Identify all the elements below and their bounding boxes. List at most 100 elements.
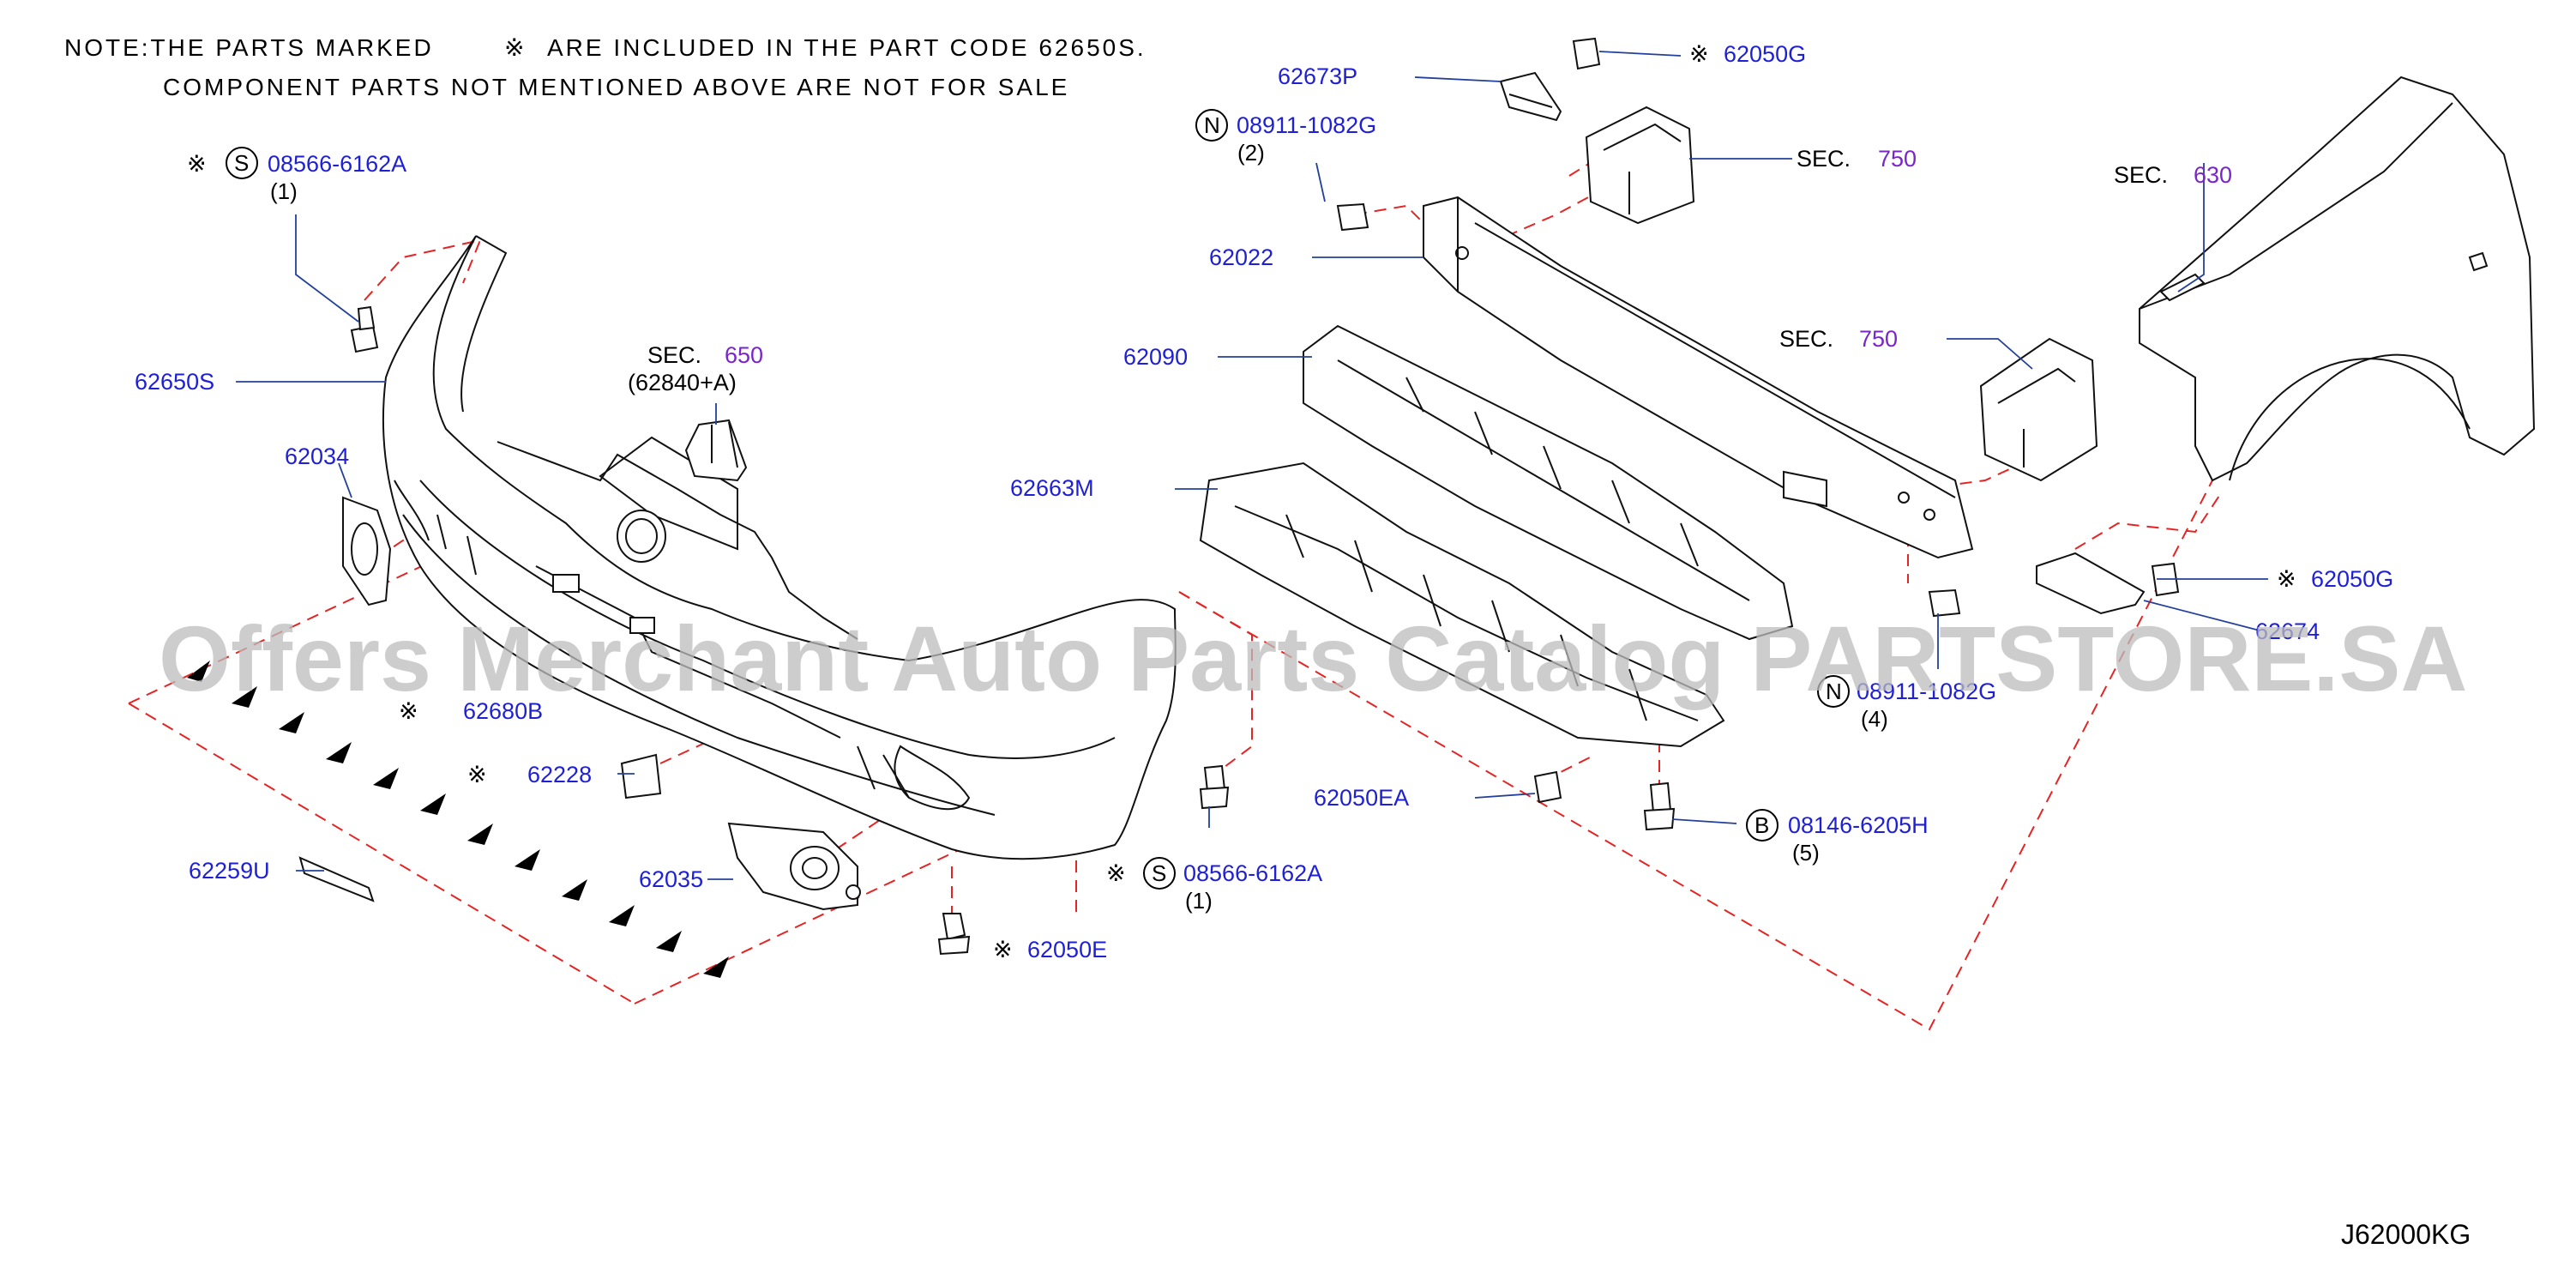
section-number: 750 [1878,146,1917,172]
section-label: SEC. [2114,162,2168,188]
front-bumper-fascia [382,235,1177,860]
arrow-icon [187,661,210,682]
part-number: 08911-1082G [1857,679,1996,704]
sec750-top-bracket [1585,106,1695,225]
mark-symbol: ※ [2277,566,2296,592]
reflector-strip [298,856,375,902]
section-number: 750 [1859,326,1898,352]
part-number: 08146-6205H [1788,812,1929,838]
label-62050E: ※ 62050E [993,937,1107,962]
part-qty: (2) [1237,140,1265,166]
label-62035: 62035 [639,866,703,892]
label-62674: 62674 [2255,618,2320,644]
mark-symbol: ※ [1689,41,1709,67]
label-62663M: 62663M [1010,475,1094,501]
mark-symbol: ※ [1106,860,1126,886]
label-08566-bottom: ※ S 08566-6162A (1) [1106,857,1322,914]
part-qty: (1) [1185,888,1213,914]
part-number: 62050G [1724,41,1806,67]
note-line1-prefix: NOTE:THE PARTS MARKED [64,34,434,61]
arrow-icon [562,879,587,901]
arrow-icon [609,905,635,926]
arrow-icon [467,824,493,845]
diagram-code: J62000KG [2341,1219,2471,1250]
arrow-icon [703,956,729,978]
part-number: 62050G [2311,566,2393,592]
mark-symbol: ※ [467,762,487,787]
mark-symbol: ※ [399,698,418,724]
label-08911-bottom: N 08911-1082G (4) [1817,675,1996,732]
grille-clip-arrows [187,661,729,978]
s-circle-icon [1143,857,1176,890]
section-label: SEC. [647,342,701,368]
section-label: SEC. [1779,326,1833,352]
note-block: NOTE:THE PARTS MARKED ※ ARE INCLUDED IN … [64,34,1147,100]
clip-62050G-top [1572,37,1601,70]
circle-letter: N [1204,112,1220,138]
part-qty: (4) [1861,706,1888,732]
sec750-mid-bracket [1979,337,2098,482]
section-650: SEC. 650 (62840+A) [628,342,763,395]
arrow-icon [373,768,399,789]
n-circle-icon [1817,675,1850,708]
circle-letter: B [1754,812,1769,838]
label-08911-top: N 08911-1082G (2) [1195,109,1376,166]
label-62090: 62090 [1123,344,1188,370]
bracket-62673P [1499,71,1562,122]
label-08566-top: ※ S 08566-6162A (1) [187,147,406,204]
arrow-icon [656,931,682,952]
label-62050G-top: ※ 62050G [1689,41,1806,67]
label-62650S: 62650S [135,369,214,395]
arrow-icon [515,849,540,871]
mark-symbol: ※ [187,151,207,177]
n-circle-icon [1195,109,1228,142]
watermark: Offers Merchant Auto Parts Catalog PARTS… [159,606,2467,710]
section-number: 650 [725,342,763,368]
arrow-icon [232,686,257,708]
note-mark-symbol: ※ [504,34,527,61]
section-630: SEC. 630 [2114,162,2232,188]
lower-absorber [1199,462,1725,748]
section-label: SEC. [1797,146,1851,172]
bracket-62674 [2036,552,2146,615]
b-circle-icon [1746,809,1779,842]
fog-lamp-bracket-right [727,822,861,911]
arrow-icon [326,742,352,763]
part-number: 08911-1082G [1237,112,1376,138]
arrow-icon [279,712,304,733]
label-62022: 62022 [1209,244,1273,270]
part-number: 08566-6162A [268,151,406,177]
circle-letter: S [234,150,249,176]
fog-lamp-bracket-left [342,496,392,606]
label-08146: B 08146-6205H (5) [1746,809,1929,866]
section-750-top: SEC. 750 [1797,146,1917,172]
note-line2: COMPONENT PARTS NOT MENTIONED ABOVE ARE … [163,74,1069,100]
part-number: 62680B [463,698,543,724]
s-circle-icon [226,147,258,179]
part-number: 08566-6162A [1183,860,1322,886]
tow-hook-cap [620,753,662,799]
part-qty: (1) [270,178,298,204]
part-qty: (5) [1792,840,1820,866]
dashed-guides [128,154,2222,1031]
label-62680B: ※ 62680B [399,698,543,724]
part-number: 62228 [527,762,592,787]
mark-symbol: ※ [993,937,1013,962]
section-number: 630 [2194,162,2232,188]
label-62034: 62034 [285,443,349,469]
circle-letter: S [1152,860,1166,886]
bumper-reinforcement [1423,196,1974,559]
energy-absorber [1303,324,1794,641]
leader-lines [236,51,2268,880]
label-62228: ※ 62228 [467,762,592,787]
label-62259U: 62259U [189,858,270,884]
arrow-icon [420,793,446,815]
part-number: 62050E [1027,937,1107,962]
label-62050EA: 62050EA [1314,785,1409,811]
section-sub: (62840+A) [628,370,737,395]
label-62673P: 62673P [1278,63,1357,89]
label-62050G-right: ※ 62050G [2277,566,2393,592]
circle-letter: N [1826,679,1842,704]
note-line1-suffix: ARE INCLUDED IN THE PART CODE 62650S. [547,34,1147,61]
